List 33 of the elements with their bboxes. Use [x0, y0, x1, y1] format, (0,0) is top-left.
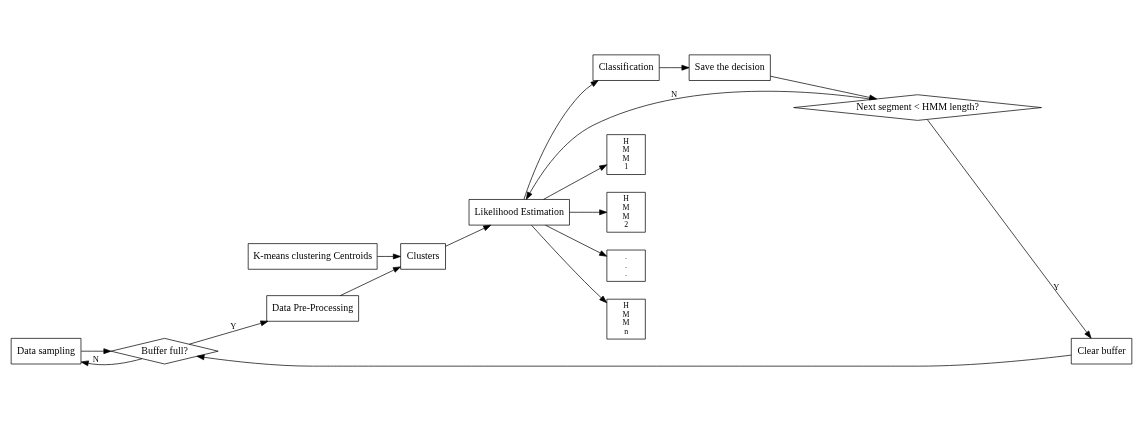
arrow: [531, 224, 607, 304]
node-box: Classification: [592, 54, 660, 81]
arrow: [545, 224, 608, 257]
arrow: [569, 209, 608, 216]
node-box: Save the decision: [688, 54, 771, 81]
node-box: Clusters: [400, 243, 446, 270]
node-box: HMM2: [606, 191, 646, 233]
arrow: [80, 348, 112, 355]
arrow: [770, 75, 877, 101]
node-box: K-means clustering Centroids: [247, 243, 378, 270]
arrow: [196, 354, 1072, 367]
node-box: Data Pre-Processing: [266, 295, 359, 322]
node-box: Likelihood Estimation: [468, 199, 570, 226]
arrow: [523, 80, 599, 200]
arrow: [927, 119, 1092, 339]
node-box: ...: [606, 249, 646, 282]
arrow: [445, 224, 492, 247]
arrow: [526, 90, 873, 200]
arrow: [339, 266, 401, 296]
arrow: [543, 164, 608, 200]
arrow: [659, 64, 690, 71]
edge-label: Y: [230, 320, 237, 331]
edge-label: N: [671, 88, 678, 99]
arrow: [188, 320, 269, 345]
arrow: [377, 253, 401, 260]
edge-label: N: [92, 353, 100, 364]
node-box: Data sampling: [10, 338, 82, 365]
node-box: Clear buffer: [1070, 338, 1133, 365]
edge-label: Y: [1053, 282, 1060, 293]
node-box: HMM1: [606, 134, 646, 175]
arrow: [80, 358, 143, 367]
node-diamond: Buffer full?: [110, 338, 219, 365]
node-box: HMMn: [606, 298, 646, 340]
